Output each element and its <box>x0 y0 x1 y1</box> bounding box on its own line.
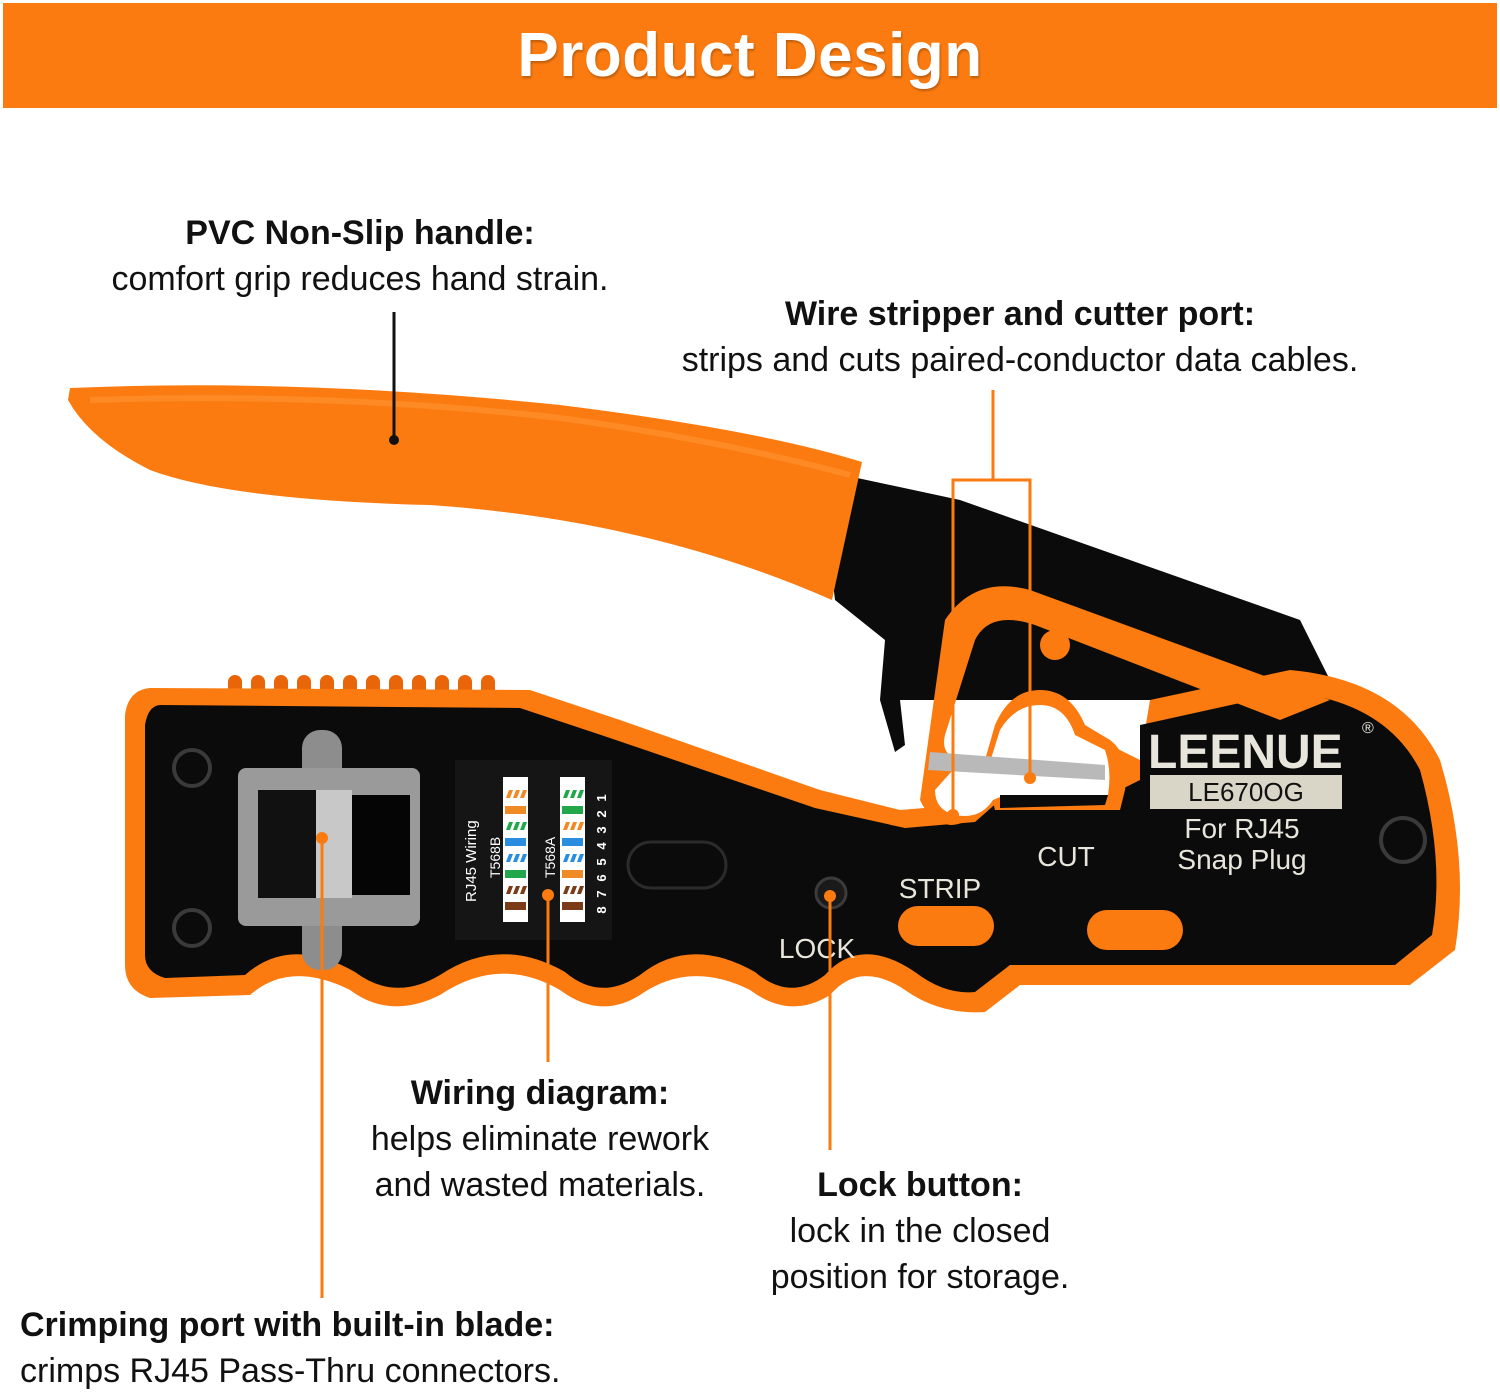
wire-stripe <box>570 886 577 894</box>
callout-lock-desc-1: lock in the closed <box>789 1212 1051 1250</box>
callout-lock: Lock button: lock in the closed position… <box>720 1162 1120 1300</box>
wire-stripe <box>563 790 570 798</box>
leader-strip-dot <box>947 809 959 821</box>
lock-label: LOCK <box>779 933 856 964</box>
callout-stripper-title: Wire stripper and cutter port: <box>784 295 1256 333</box>
callout-wiring-desc-2: and wasted materials. <box>374 1166 706 1204</box>
wire-stripe <box>520 790 527 798</box>
callout-wiring: Wiring diagram: helps eliminate rework a… <box>330 1070 750 1208</box>
leader-stripper <box>951 390 1032 815</box>
wire-stripe <box>577 790 584 798</box>
pin-number: 6 <box>594 874 609 881</box>
wire-stripe <box>563 822 570 830</box>
wire-solid <box>562 806 583 814</box>
wire-stripe <box>513 854 520 862</box>
model-plate <box>1150 775 1342 809</box>
callout-crimp: Crimping port with built-in blade: crimp… <box>20 1302 620 1394</box>
wiring-panel <box>455 760 612 940</box>
wire-solid <box>505 870 526 878</box>
strip-pill <box>898 906 994 946</box>
wire-stripe <box>570 854 577 862</box>
wire-solid <box>562 870 583 878</box>
wire-stripe <box>570 790 577 798</box>
wires-t568b <box>505 790 527 910</box>
leader-wiring-dot <box>542 889 554 901</box>
wire-stripe <box>506 822 513 830</box>
wire-stripe <box>563 854 570 862</box>
wire-stripe <box>520 886 527 894</box>
leader-crimp-dot <box>316 832 328 844</box>
body-slot <box>626 840 728 890</box>
callout-wiring-desc-1: helps eliminate rework <box>370 1120 710 1158</box>
callout-stripper: Wire stripper and cutter port: strips an… <box>620 291 1420 383</box>
pin-number: 4 <box>594 842 609 850</box>
brand-logo: LEENUE <box>1148 726 1343 779</box>
registered-mark: ® <box>1362 720 1374 737</box>
wire-stripe <box>570 822 577 830</box>
wire-stripe <box>513 790 520 798</box>
callout-crimp-title: Crimping port with built-in blade: <box>20 1306 555 1344</box>
leader-lock-dot <box>824 890 836 902</box>
wire-stripe <box>577 854 584 862</box>
cut-pill <box>1087 910 1183 950</box>
screw-top-left <box>172 748 212 788</box>
page-title: Product Design <box>517 21 983 90</box>
wiring-heading: RJ45 Wiring <box>463 820 480 902</box>
wire-stripe <box>520 854 527 862</box>
screw-right <box>1379 816 1427 864</box>
wire-stripe <box>520 822 527 830</box>
wire-stripe <box>577 886 584 894</box>
callout-handle-desc: comfort grip reduces hand strain. <box>111 260 609 298</box>
pivot-dot <box>1040 630 1070 660</box>
wire-solid <box>562 902 583 910</box>
wire-solid <box>505 902 526 910</box>
callout-stripper-desc: strips and cuts paired-conductor data ca… <box>681 341 1359 379</box>
callout-handle-title: PVC Non-Slip handle: <box>185 214 535 252</box>
pin-number: 7 <box>594 890 609 897</box>
wire-solid <box>505 806 526 814</box>
leader-handle-dot <box>389 435 399 445</box>
cutter-jaw <box>1000 795 1108 808</box>
pin-numbers: 1 2 3 4 5 6 7 8 <box>594 794 609 913</box>
strip-label: STRIP <box>899 873 981 904</box>
wire-stripe <box>506 854 513 862</box>
wire-stripe <box>577 822 584 830</box>
callout-wiring-title: Wiring diagram: <box>410 1074 670 1112</box>
compat-line-1: For RJ45 <box>1184 813 1299 844</box>
pin-number: 8 <box>594 906 609 913</box>
leader-cut-dot <box>1024 772 1036 784</box>
callout-handle: PVC Non-Slip handle: comfort grip reduce… <box>60 210 660 302</box>
compat-line-2: Snap Plug <box>1177 844 1306 875</box>
callout-lock-title: Lock button: <box>817 1166 1023 1204</box>
screw-bottom-left <box>172 908 212 948</box>
model-number: LE670OG <box>1188 777 1304 807</box>
callout-crimp-desc: crimps RJ45 Pass-Thru connectors. <box>20 1352 561 1390</box>
wire-stripe <box>506 790 513 798</box>
wire-solid <box>505 838 526 846</box>
wire-solid <box>562 838 583 846</box>
callout-lock-desc-2: position for storage. <box>770 1258 1070 1296</box>
cutter-blade <box>928 752 1105 780</box>
handle-grip <box>68 385 862 600</box>
pin-number: 5 <box>594 858 609 865</box>
cut-label: CUT <box>1037 841 1095 872</box>
wires-t568a <box>562 790 584 910</box>
wire-stripe <box>563 886 570 894</box>
wire-stripe <box>513 886 520 894</box>
wire-stripe <box>506 886 513 894</box>
handle-highlight <box>89 395 851 478</box>
wiring-standard-a: T568A <box>542 836 558 878</box>
title-banner: Product Design <box>3 3 1497 108</box>
pin-number: 1 <box>594 794 609 801</box>
wiring-standard-b: T568B <box>487 837 503 878</box>
pin-number: 3 <box>594 826 609 833</box>
crimping-port <box>238 730 420 970</box>
wire-stripe <box>513 822 520 830</box>
pin-number: 2 <box>594 810 609 817</box>
